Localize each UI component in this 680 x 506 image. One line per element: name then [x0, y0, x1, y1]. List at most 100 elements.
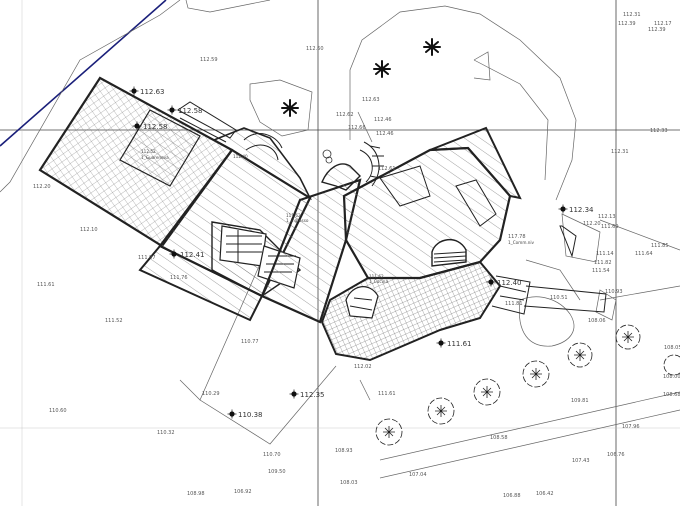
spot-elevation-label: 112.39	[648, 27, 666, 33]
tree-symbol	[473, 378, 501, 406]
benchmark-marker: 112.63	[129, 86, 165, 96]
spot-elevation-label: 111.97	[138, 255, 156, 261]
spot-elevation-label: 108.98	[187, 491, 205, 497]
tree-symbol	[522, 360, 550, 388]
spot-elevation-label: 111.69	[601, 224, 619, 230]
spot-elevation-label: 110.32	[157, 430, 175, 436]
tree-symbol	[615, 324, 641, 350]
spot-elevation-label: 106.88	[503, 493, 521, 499]
spot-elevation-label: 112.62	[336, 112, 354, 118]
room-label: 112.52	[141, 149, 156, 154]
spot-elevation-label: 112.61	[378, 166, 396, 172]
spot-elevation-label: 107.04	[409, 472, 427, 478]
benchmark-elevation-label: 112.35	[300, 391, 325, 399]
spot-elevation-label: 108.06	[588, 318, 606, 324]
spot-elevation-label: 112.59	[200, 57, 218, 63]
spot-elevation-label: 112.46	[374, 117, 392, 123]
benchmark-elevation-label: 111.61	[447, 340, 472, 348]
vegetation	[281, 38, 441, 117]
benchmark-marker: 111.61	[436, 338, 472, 348]
spot-elevation-label: 112.10	[80, 227, 98, 233]
room-label: 1_Guarenova	[141, 155, 169, 160]
house-east-wing	[260, 126, 607, 362]
spot-elevation-label: 110.77	[241, 339, 259, 345]
spot-elevation-label: 110.29	[202, 391, 220, 397]
shrub-symbol	[423, 38, 441, 56]
trees	[375, 324, 680, 446]
spot-elevation-label: 108.93	[335, 448, 353, 454]
spot-elevation-label: 112.02	[354, 364, 372, 370]
spot-elevation-label: 112.31	[611, 149, 629, 155]
spot-elevation-label: 110.93	[605, 289, 623, 295]
spot-elevation-label: 112.20	[33, 184, 51, 190]
spot-elevation-label: 112.46	[376, 131, 394, 137]
tree-symbol	[427, 397, 455, 425]
spot-elevation-label: 109.50	[268, 469, 286, 475]
spot-elevation-label: 111.76	[170, 275, 188, 281]
spot-elevation-label: 111.52	[105, 318, 123, 324]
spot-elevation-label: 108.58	[490, 435, 508, 441]
spot-elevation-label: 108.00	[663, 374, 680, 380]
spot-elevation-label: 111.64	[635, 251, 653, 257]
benchmark-marker: 110.38	[227, 409, 263, 419]
site-contours	[0, 0, 680, 479]
spot-elevation-label: 112.33	[650, 128, 668, 134]
benchmark-elevation-label: 112.63	[140, 88, 165, 96]
entrance-plants	[322, 149, 333, 164]
spot-elevation-label: 106.42	[536, 491, 554, 497]
benchmark-elevation-label: 112.34	[569, 206, 594, 214]
room-label: 112.40	[233, 154, 248, 159]
spot-elevation-label: 112.66	[348, 125, 366, 131]
room-label: 111.62	[369, 274, 384, 279]
shrub-symbol	[373, 60, 391, 78]
room-label: 1_Ingresso	[286, 218, 309, 223]
spot-elevation-label: 112.13	[598, 214, 616, 220]
benchmark-marker: 112.58	[167, 105, 203, 115]
spot-elevation-label: 110.70	[263, 452, 281, 458]
spot-elevation-label: 112.39	[618, 21, 636, 27]
spot-elevation-label: 111.81	[505, 301, 523, 307]
spot-elevation-label: 117.78	[508, 234, 526, 240]
room-label: 1_Comm.niv	[508, 240, 535, 245]
house-west-wing	[38, 76, 312, 322]
property-boundary-line	[0, 0, 167, 147]
spot-elevation-label: 108.05	[664, 345, 680, 351]
spot-elevation-label: 111.14	[596, 251, 614, 257]
spot-elevation-label: 108.68	[663, 392, 680, 398]
spot-elevation-label: 107.96	[622, 424, 640, 430]
tree-symbol	[375, 418, 403, 446]
benchmark-marker: 112.41	[169, 249, 205, 259]
benchmark-elevation-label: 112.58	[178, 107, 203, 115]
spot-elevation-label: 111.61	[378, 391, 396, 397]
spot-elevation-label: 110.60	[49, 408, 67, 414]
spot-elevation-label: 111.54	[592, 268, 610, 274]
tree-symbol	[567, 342, 593, 368]
spot-elevation-label: 110.51	[550, 295, 568, 301]
spot-elevation-label: 107.43	[572, 458, 590, 464]
spot-elevation-label: 106.76	[607, 452, 625, 458]
spot-elevation-label: 111.61	[37, 282, 55, 288]
benchmark-marker: 112.35	[289, 389, 325, 399]
benchmark-elevation-label: 112.41	[180, 251, 205, 259]
spot-elevation-label: 112.17	[654, 21, 672, 27]
benchmark-elevation-label: 112.58	[143, 123, 168, 131]
benchmark-elevation-label: 110.38	[238, 411, 263, 419]
room-label: 1_Cucina	[369, 279, 388, 284]
spot-elevation-label: 112.63	[362, 97, 380, 103]
shrub-symbol	[281, 99, 299, 117]
spot-elevation-label: 106.92	[234, 489, 252, 495]
spot-elevation-label: 108.03	[340, 480, 358, 486]
spot-elevation-label: 112.60	[306, 46, 324, 52]
tree-symbol	[663, 354, 680, 376]
room-label: 111.62	[286, 213, 301, 218]
benchmark-marker: 112.40	[486, 277, 522, 287]
spot-elevation-label: 112.20	[583, 221, 601, 227]
benchmark-marker: 112.58	[132, 121, 168, 131]
spot-elevation-label: 111.85	[651, 243, 669, 249]
benchmark-elevation-label: 112.40	[497, 279, 522, 287]
spot-elevation-label: 109.81	[571, 398, 589, 404]
spot-elevation-label: 111.82	[594, 260, 612, 266]
benchmark-marker: 112.34	[558, 204, 594, 214]
